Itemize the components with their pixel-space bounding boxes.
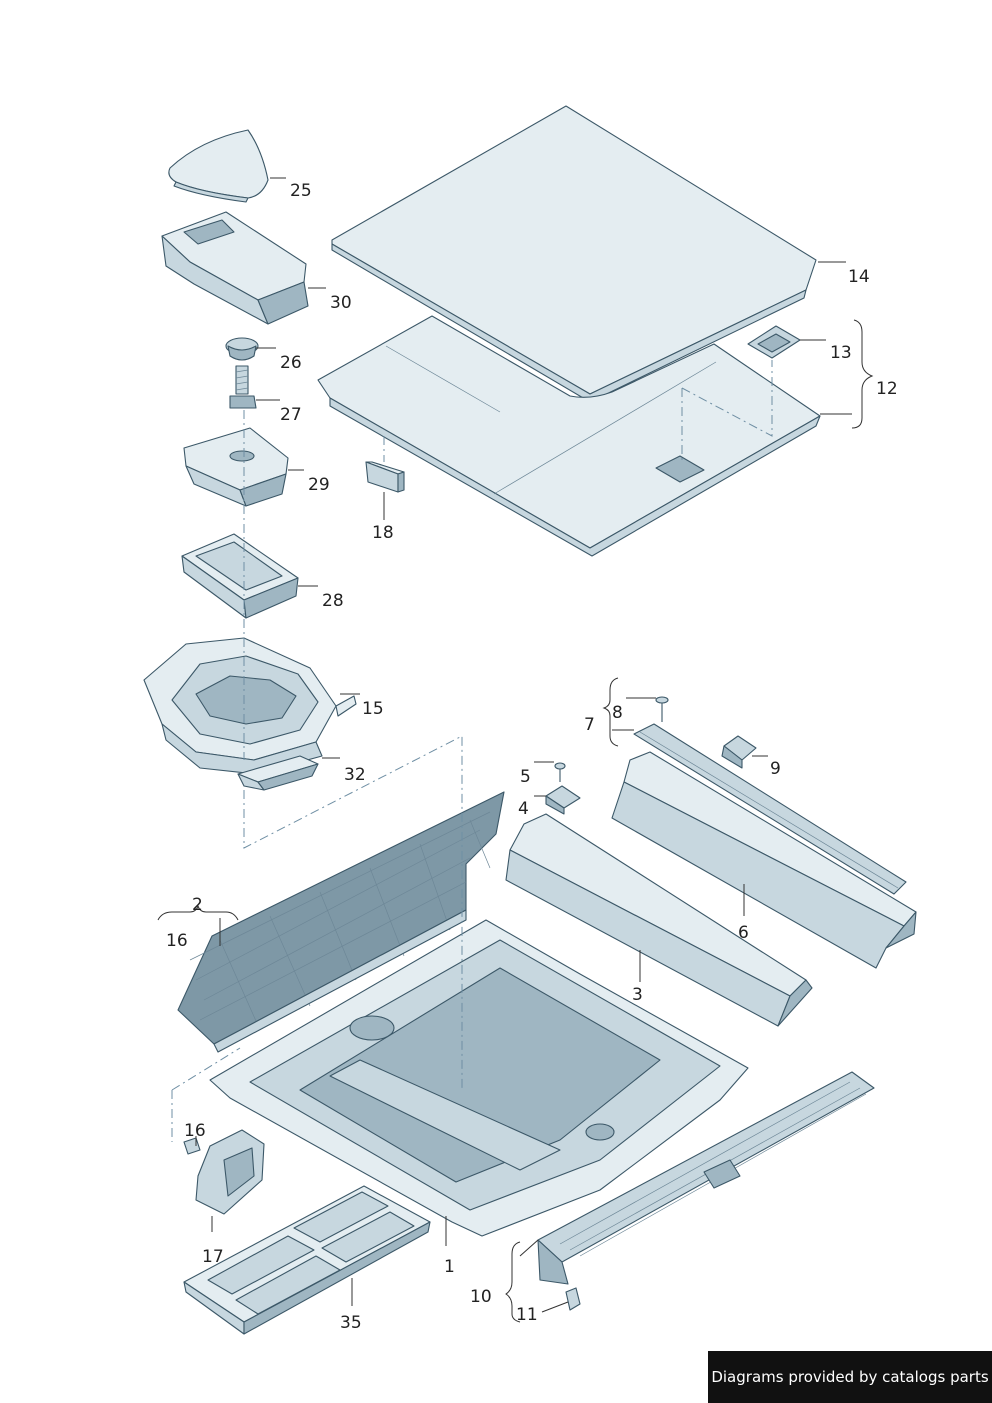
callout-28: 28 <box>322 591 344 611</box>
callout-8: 8 <box>612 703 623 723</box>
part-18-tab[interactable] <box>365 461 405 493</box>
callout-35: 35 <box>340 1313 362 1333</box>
callout-14: 14 <box>848 267 870 287</box>
part-32-clip-cover[interactable] <box>237 755 319 791</box>
part-3-side-trim[interactable] <box>505 813 813 1027</box>
callout-25: 25 <box>290 181 312 201</box>
callout-27: 27 <box>280 405 302 425</box>
callout-10: 10 <box>470 1287 492 1307</box>
part-5-screw[interactable] <box>554 762 566 782</box>
callout-17: 17 <box>202 1247 224 1267</box>
part-35-mat[interactable] <box>183 1185 431 1335</box>
part-13-grip-handle[interactable] <box>747 325 801 359</box>
part-6-side-trim[interactable] <box>611 751 917 969</box>
callout-32: 32 <box>344 765 366 785</box>
callout-16-lower: 16 <box>184 1121 206 1141</box>
callout-2: 2 <box>192 895 203 915</box>
leader-lines <box>195 177 852 1313</box>
callout-6: 6 <box>738 923 749 943</box>
part-7-trim-strip[interactable] <box>633 723 907 895</box>
callout-3: 3 <box>632 985 643 1005</box>
part-10-sill-cover[interactable] <box>537 1071 875 1285</box>
part-2-partition-panel[interactable] <box>177 791 505 1053</box>
part-15-storage-tray[interactable] <box>143 637 357 775</box>
callout-30: 30 <box>330 293 352 313</box>
bracket-braces <box>157 319 874 1323</box>
part-29-mounting-bracket[interactable] <box>183 427 289 507</box>
callout-12: 12 <box>876 379 898 399</box>
callout-5: 5 <box>520 767 531 787</box>
part-27-bolt[interactable] <box>229 365 257 409</box>
credit-banner: Diagrams provided by catalogs parts <box>708 1351 992 1403</box>
part-8-screw[interactable] <box>655 696 669 722</box>
callout-7: 7 <box>584 715 595 735</box>
callout-15: 15 <box>362 699 384 719</box>
callout-16-upper: 16 <box>166 931 188 951</box>
callout-1: 1 <box>444 1257 455 1277</box>
part-25-cover-lid[interactable] <box>168 129 269 203</box>
callout-13: 13 <box>830 343 852 363</box>
callout-4: 4 <box>518 799 529 819</box>
callout-11: 11 <box>516 1305 538 1325</box>
callout-29: 29 <box>308 475 330 495</box>
part-9-clip[interactable] <box>721 735 757 769</box>
part-12-floor-panel[interactable] <box>317 315 821 557</box>
callout-9: 9 <box>770 759 781 779</box>
callout-labels: 1 2 3 4 5 6 7 8 9 10 11 12 13 14 15 16 1… <box>166 181 898 1333</box>
part-11-clip[interactable] <box>565 1287 581 1311</box>
part-30-foam-insert[interactable] <box>161 211 309 325</box>
part-28-tray-frame[interactable] <box>181 533 299 619</box>
assembly-guide-lines <box>171 360 773 1142</box>
callout-26: 26 <box>280 353 302 373</box>
part-17-bracket[interactable] <box>195 1129 265 1215</box>
callout-18: 18 <box>372 523 394 543</box>
part-4-retainer[interactable] <box>545 785 581 815</box>
part-14-floor-covering[interactable] <box>331 105 817 403</box>
part-26-wing-nut[interactable] <box>225 337 259 361</box>
part-1-compartment-floor[interactable] <box>209 919 749 1237</box>
